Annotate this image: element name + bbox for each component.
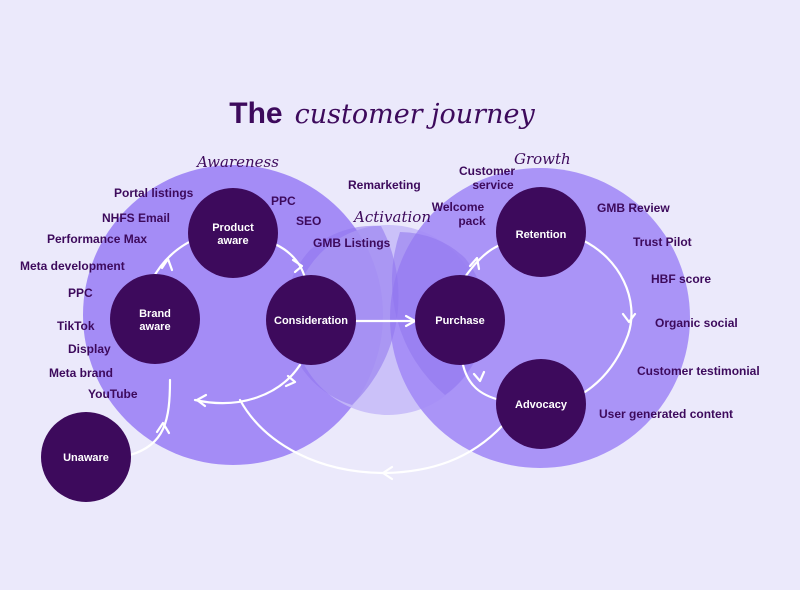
growth-circle <box>390 168 690 468</box>
tag-remarketing: Remarketing <box>348 178 421 192</box>
awareness-label: Awareness <box>195 153 279 171</box>
arrow-advocacy-to-purchase <box>461 363 502 402</box>
node-brand-aware-label-line1: Brand <box>139 308 171 320</box>
tag-youtube: YouTube <box>88 387 138 401</box>
tag-meta-brand: Meta brand <box>49 366 113 380</box>
arrow-unaware-to-brand <box>128 378 172 457</box>
arrow-head-consideration-down <box>284 374 297 388</box>
tag-customer-testimonial: Customer testimonial <box>637 364 760 378</box>
node-purchase-label: Purchase <box>435 315 485 327</box>
tag-ppc-top: PPC <box>271 194 296 208</box>
arrow-head-to-purchase <box>404 314 417 328</box>
tag-welcome-pack-line1: Welcome <box>432 200 485 214</box>
tag-ppc-left: PPC <box>68 286 93 300</box>
tag-meta-development: Meta development <box>20 259 125 273</box>
arrow-head-unaware <box>155 421 171 435</box>
tag-portal-listings: Portal listings <box>114 186 194 200</box>
node-unaware[interactable]: Unaware <box>41 412 131 502</box>
node-brand-aware-label-line2: aware <box>139 321 170 333</box>
title: The customer journey <box>229 97 535 130</box>
tag-gmb-review: GMB Review <box>597 201 670 215</box>
tag-hbf-score: HBF score <box>651 272 711 286</box>
title-bold: The <box>229 97 282 130</box>
awareness-circle <box>83 165 383 465</box>
arrow-head-retention-right <box>621 312 637 324</box>
node-product-aware-label-line2: aware <box>217 235 248 247</box>
tag-gmb-listings: GMB Listings <box>313 236 391 250</box>
tag-user-generated-content: User generated content <box>599 407 733 421</box>
node-advocacy-label: Advocacy <box>515 399 568 411</box>
tag-customer-service-line1: Customer <box>459 164 515 178</box>
arrow-head-product-consideration <box>291 258 304 274</box>
arrow-head-long-loop <box>381 465 394 481</box>
node-purchase[interactable]: Purchase <box>415 275 505 365</box>
node-retention-label: Retention <box>516 229 567 241</box>
tag-customer-service-line2: service <box>472 178 514 192</box>
tag-performance-max: Performance Max <box>47 232 147 246</box>
arrow-head-purchase-retention <box>468 256 481 271</box>
node-brand-aware[interactable]: Brand aware <box>110 274 200 364</box>
node-advocacy[interactable]: Advocacy <box>496 359 586 449</box>
node-consideration-label: Consideration <box>274 315 348 327</box>
tag-welcome-pack-line2: pack <box>458 214 486 228</box>
node-product-aware-label-line1: Product <box>212 222 254 234</box>
arrow-head-brand-product <box>160 257 174 272</box>
arrow-consideration-return <box>193 363 302 405</box>
activation-label: Activation <box>352 208 431 226</box>
arrow-head-advocacy-purchase <box>472 370 486 383</box>
tag-trust-pilot: Trust Pilot <box>633 235 692 249</box>
node-consideration[interactable]: Consideration <box>266 275 356 365</box>
tag-tiktok: TikTok <box>57 319 95 333</box>
tag-nhfs-email: NHFS Email <box>102 211 170 225</box>
growth-label: Growth <box>514 150 571 168</box>
arrow-retention-to-advocacy <box>580 238 633 394</box>
node-retention[interactable]: Retention <box>496 187 586 277</box>
tag-organic-social: Organic social <box>655 316 738 330</box>
node-unaware-label: Unaware <box>63 452 109 464</box>
tag-seo: SEO <box>296 214 321 228</box>
arrow-head-return-left <box>195 393 208 408</box>
node-product-aware[interactable]: Product aware <box>188 188 278 278</box>
tag-display: Display <box>68 342 111 356</box>
title-italic: customer journey <box>295 99 536 130</box>
